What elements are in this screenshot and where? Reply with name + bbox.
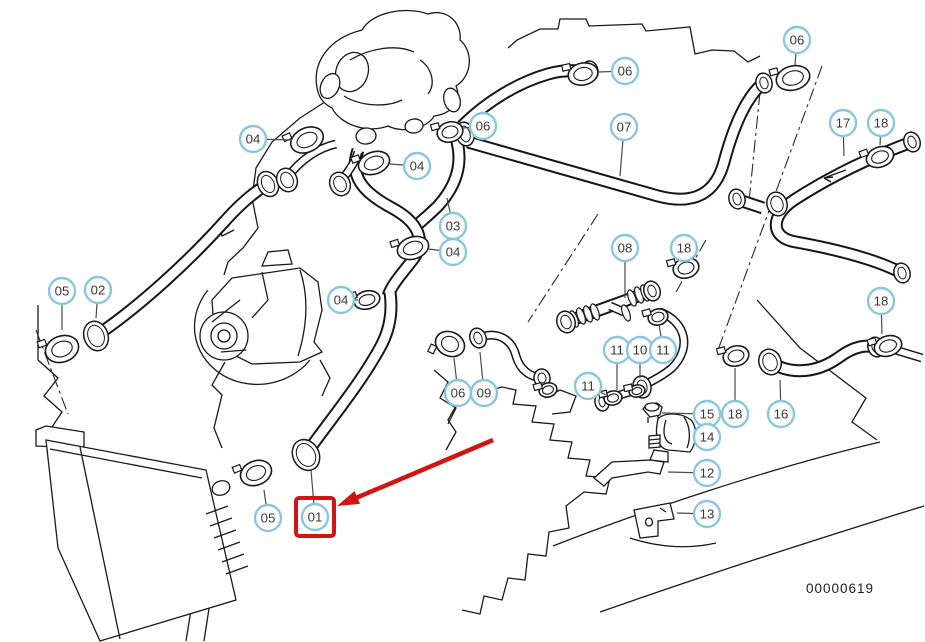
svg-text:04: 04: [446, 245, 461, 260]
annotation-layer: [294, 437, 494, 538]
t-piece-connector: [563, 284, 655, 329]
hose-flow-mark: [823, 169, 847, 183]
nut-part15: [642, 402, 663, 423]
part-badge-11[interactable]: 11: [573, 371, 607, 401]
part-badge-01[interactable]: 01: [300, 469, 330, 532]
hose-clamp: [665, 256, 700, 280]
part-badge-13[interactable]: 13: [676, 499, 722, 529]
part-badge-18[interactable]: 18: [866, 108, 896, 146]
bracket-part12: [592, 434, 665, 487]
highlight-box: [294, 496, 336, 538]
part-badge-07[interactable]: 07: [609, 112, 639, 177]
hose-09: [476, 330, 543, 383]
hose-07: [466, 79, 767, 206]
svg-text:02: 02: [91, 283, 106, 298]
part-badge-18[interactable]: 18: [720, 368, 750, 429]
part-badge-06[interactable]: 06: [597, 56, 640, 86]
svg-text:13: 13: [700, 507, 715, 522]
part-badge-12[interactable]: 12: [667, 458, 722, 488]
part-badge-11[interactable]: 11: [648, 323, 678, 365]
svg-text:11: 11: [610, 343, 624, 358]
part-badge-09[interactable]: 09: [469, 351, 499, 408]
svg-text:09: 09: [477, 386, 492, 401]
water-pump: [193, 249, 324, 386]
part-badge-04[interactable]: 04: [326, 285, 358, 315]
hose-clamps: [36, 61, 903, 487]
hose-clamp: [858, 145, 895, 169]
part-badge-06[interactable]: 06: [443, 357, 473, 408]
hoses: [92, 64, 924, 458]
hose-clamp: [532, 381, 558, 398]
hose-clamp: [427, 330, 466, 358]
part-badge-06[interactable]: 06: [462, 111, 498, 141]
part-badge-11[interactable]: 11: [602, 335, 632, 390]
hose-clamp: [36, 334, 80, 364]
svg-text:06: 06: [618, 64, 633, 79]
part-badge-02[interactable]: 02: [83, 275, 113, 319]
svg-text:04: 04: [334, 293, 349, 308]
hose-03: [283, 125, 466, 299]
svg-text:04: 04: [410, 159, 425, 174]
hose-end-rings: [82, 60, 922, 472]
part-badge-18[interactable]: 18: [866, 286, 896, 335]
highlight-arrow-shaft: [352, 437, 494, 502]
svg-text:05: 05: [261, 511, 276, 526]
part-badge-04[interactable]: 04: [427, 237, 468, 267]
part-badge-16[interactable]: 16: [766, 379, 796, 429]
part-badge-06[interactable]: 06: [782, 25, 812, 66]
svg-text:12: 12: [700, 466, 715, 481]
part-badge-04[interactable]: 04: [389, 151, 432, 181]
svg-text:18: 18: [728, 407, 743, 422]
hose-clamp: [429, 120, 464, 144]
hose-clamp: [622, 383, 646, 398]
svg-text:18: 18: [677, 241, 692, 256]
hose-clamp: [231, 459, 273, 487]
svg-text:06: 06: [476, 119, 491, 134]
highlight-arrow-head: [337, 490, 360, 506]
svg-text:18: 18: [874, 116, 889, 131]
part-badge-03[interactable]: 03: [438, 197, 468, 241]
svg-text:06: 06: [451, 386, 466, 401]
radiator: [35, 425, 249, 642]
hose-clamp: [715, 344, 750, 368]
svg-text:05: 05: [55, 284, 70, 299]
bracket-part13: [633, 502, 675, 539]
part-badge-04[interactable]: 04: [238, 124, 293, 154]
svg-text:01: 01: [308, 510, 323, 525]
svg-text:11: 11: [581, 379, 595, 394]
svg-text:07: 07: [617, 120, 632, 135]
part-badge-05[interactable]: 05: [47, 276, 77, 330]
part-badge-17[interactable]: 17: [828, 108, 858, 157]
badge-layer: 06 06 17 18 06 07 04 04 03 08 18 04 05 02 04 18 11 10 11 11…: [47, 25, 896, 533]
svg-text:10: 10: [633, 343, 648, 358]
svg-text:04: 04: [246, 132, 261, 147]
hose-clamp: [349, 150, 391, 176]
hose-clamp: [389, 235, 430, 261]
svg-text:06: 06: [790, 33, 805, 48]
svg-text:08: 08: [618, 241, 633, 256]
hose-clamp: [561, 61, 599, 87]
part-badge-05[interactable]: 05: [253, 489, 283, 533]
part-badge-18[interactable]: 18: [669, 233, 699, 263]
svg-text:15: 15: [700, 407, 715, 422]
svg-text:18: 18: [874, 294, 889, 309]
part-badge-10[interactable]: 10: [625, 335, 655, 378]
engine-outline: [37, 18, 925, 642]
svg-text:03: 03: [446, 219, 461, 234]
hose-clamp: [768, 64, 811, 92]
svg-text:11: 11: [656, 343, 670, 358]
svg-text:14: 14: [700, 430, 715, 445]
hose-clamp: [641, 308, 669, 326]
hose-02: [92, 178, 272, 342]
diagram-number: 00000619: [806, 581, 875, 596]
hose-clamp: [866, 334, 903, 358]
svg-text:17: 17: [836, 116, 851, 131]
part-badge-14[interactable]: 14: [692, 422, 722, 452]
svg-text:16: 16: [774, 407, 789, 422]
part-badge-08[interactable]: 08: [610, 233, 640, 298]
hose-clamp: [597, 389, 623, 406]
thermostat-housing: [315, 9, 470, 145]
hose-01: [300, 291, 398, 458]
